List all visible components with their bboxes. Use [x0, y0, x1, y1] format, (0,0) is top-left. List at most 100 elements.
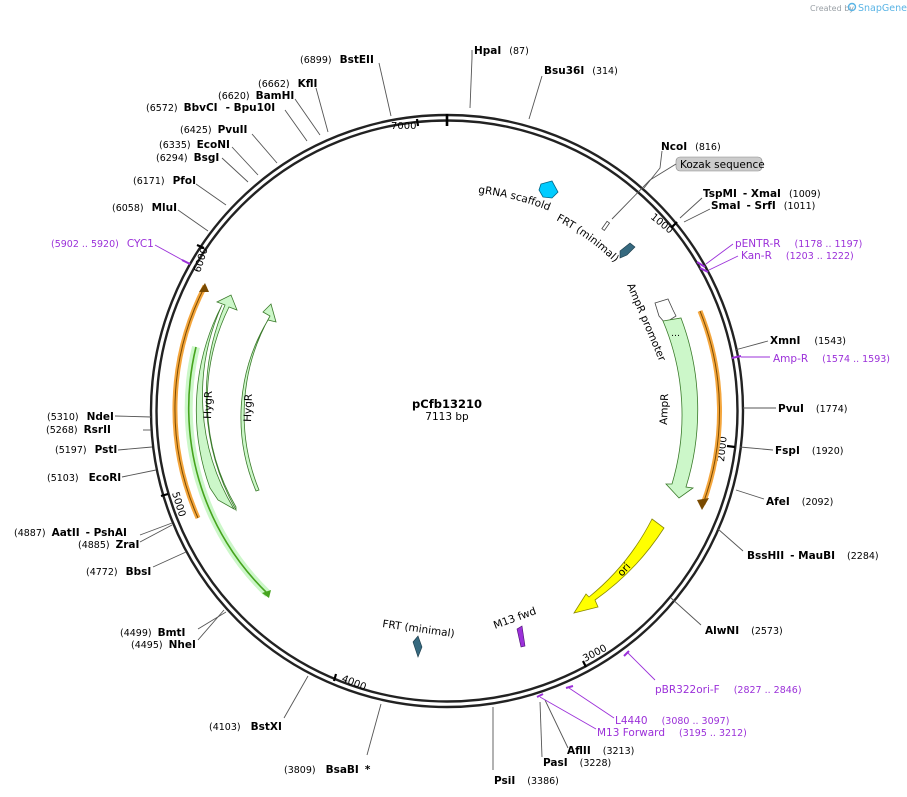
site-alwni: AlwNI(2573) [705, 625, 783, 637]
site-leader [528, 75, 543, 120]
primer-mark [696, 261, 706, 268]
site-leader [679, 197, 703, 219]
primer-kan-r: Kan-R(1203 .. 1222) [741, 250, 854, 262]
site-bsshii-maubi: BssHII- MauBI(2284) [747, 550, 879, 562]
primer-mark [623, 650, 630, 657]
site-ecori: (5103)EcoRI [47, 472, 121, 484]
site-leader [544, 699, 569, 749]
ampr-label: AmpR [658, 393, 671, 425]
site-afei: AfeI(2092) [766, 496, 833, 508]
site-ndei: (5310)NdeI [47, 411, 114, 423]
tick-mark [582, 660, 587, 668]
plasmid-name: pCfb13210 [412, 397, 482, 411]
site-leader [643, 150, 663, 189]
site-leader [121, 469, 157, 478]
site-leader [177, 209, 209, 232]
primer-amp-r: Amp-R(1574 .. 1593) [773, 353, 890, 365]
tick-label: 6000 [192, 246, 210, 274]
snapgene-credit: Created by SnapGene [810, 2, 907, 14]
m13-fwd-label: M13 fwd [492, 605, 538, 632]
site-bstxi: (4103)BstXI [209, 721, 282, 733]
tick-mark [415, 118, 420, 127]
site-pvuii: (6425)PvuII [180, 124, 247, 136]
tick-mark [332, 673, 338, 682]
site-leader [294, 98, 321, 136]
site-leader [315, 87, 329, 133]
orf-left-arrowhead [199, 283, 209, 292]
site-pasi: PasI(3228) [543, 757, 611, 769]
site-leader [739, 446, 774, 451]
site-pfoi: (6171)PfoI [133, 175, 196, 187]
backbone [149, 113, 745, 709]
site-fspi: FspI(1920) [775, 445, 843, 457]
site-leader [283, 675, 309, 719]
ori-arrow [573, 518, 665, 614]
kozak-box-leader [649, 163, 677, 181]
primer-mark [565, 685, 574, 689]
primer-cyc1: (5902 .. 5920)CYC1 [51, 238, 154, 250]
orf-right-arrowhead [697, 498, 709, 510]
site-leader [117, 446, 153, 451]
primer-mark [536, 693, 544, 698]
primer-leader [627, 652, 656, 681]
primer-l4440: L4440(3080 .. 3097) [615, 715, 729, 727]
site-bmti: (4499)BmtI [120, 627, 185, 639]
plasmid-size: 7113 bp [425, 411, 469, 423]
frt-bottom-arrow [412, 635, 423, 658]
hygr-outer-body [195, 304, 236, 511]
primer-leader [539, 696, 597, 730]
site-leader [683, 208, 711, 223]
primer-m13-forward: M13 Forward(3195 .. 3212) [597, 727, 747, 739]
site-leader [195, 183, 227, 206]
site-leader [221, 157, 249, 183]
ampr-arrow [662, 317, 699, 499]
tick-mark [196, 243, 205, 250]
orf-right-orange-core [699, 310, 721, 505]
tick-label: 4000 [340, 674, 368, 694]
site-leader [366, 703, 382, 756]
tick-mark [160, 492, 169, 498]
site-hpai: HpaI(87) [474, 45, 529, 57]
credit-brand: SnapGene [858, 3, 907, 14]
site-leader [152, 551, 187, 568]
site-mlui: (6058)MluI [112, 202, 177, 214]
site-aflii: AflII(3213) [567, 745, 634, 757]
orf-left-green [187, 346, 269, 595]
site-leader [670, 597, 702, 626]
primer-mark [731, 355, 742, 359]
primer-pbr322ori-f: pBR322ori-F(2827 .. 2846) [655, 684, 802, 696]
site-leader [717, 528, 744, 552]
ampr-ellipsis: … [671, 329, 680, 339]
svg-text:FRT (minimal): FRT (minimal) [555, 212, 621, 265]
kozak-leader [611, 179, 651, 220]
primer-leader [705, 243, 734, 265]
primer-pentr-r: pENTR-R(1178 .. 1197) [735, 238, 862, 250]
site-bbvci-bpu10i: (6572)BbvCI- Bpu10I [146, 102, 275, 114]
site-rsrii: (5268)RsrII [46, 424, 111, 436]
site-leader [378, 62, 392, 117]
site-smai-srfi: SmaI- SrfI(1011) [711, 200, 815, 212]
site-nhei: (4495)NheI [131, 639, 196, 651]
site-kfli: (6662)KflI [258, 78, 317, 90]
site-leader [469, 50, 473, 109]
site-leader [231, 146, 259, 176]
grna-scaffold-arrow [538, 180, 559, 199]
site-leader [251, 133, 278, 164]
site-econi: (6335)EcoNI [159, 139, 230, 151]
site-aatii-pshai: (4887)AatII- PshAI [14, 527, 127, 539]
site-leader [139, 522, 173, 536]
site-xmni: XmnI(1543) [770, 335, 846, 347]
credit-prefix: Created by [810, 4, 854, 13]
tick-mark [670, 221, 678, 229]
site-tspmi-xmai: TspMI- XmaI(1009) [703, 188, 821, 200]
site-leader [284, 109, 308, 142]
site-leader [197, 611, 227, 630]
site-bsu36i: Bsu36I(314) [544, 65, 618, 77]
ampr-promoter-arrow [654, 298, 677, 324]
site-zrai: (4885)ZraI [78, 539, 139, 551]
orf-left-green-arrowhead [262, 590, 271, 598]
ampr-promoter-label: AmpR promoter [624, 281, 668, 363]
m13-fwd-arrow [516, 625, 526, 648]
hygr-outer-label: HygR [202, 391, 215, 419]
